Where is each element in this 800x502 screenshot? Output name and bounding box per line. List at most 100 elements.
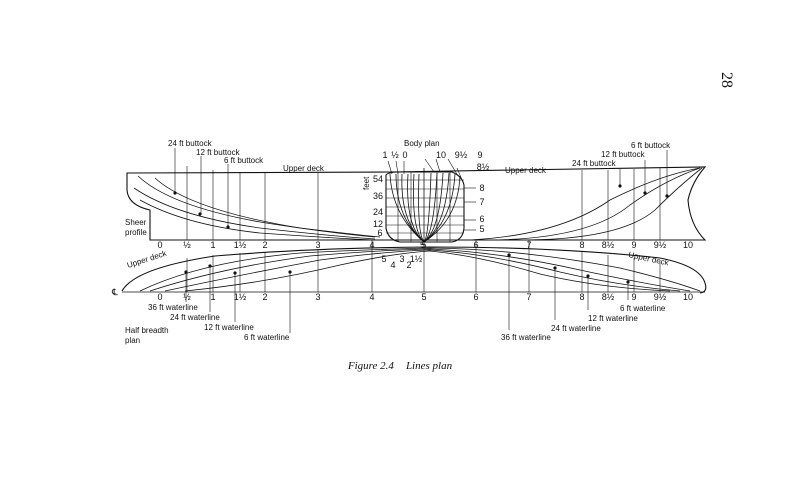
profile-station-label-12: 9 <box>631 240 636 250</box>
fore-buttock-12ft-label: 12 ft buttock <box>601 150 646 159</box>
sheer-profile <box>126 148 707 241</box>
sheer-profile-label-line2: profile <box>125 228 147 237</box>
profile-station-label-13: 9½ <box>654 240 667 250</box>
waterline-36ft <box>139 247 701 292</box>
body-plan-fore-side-label-3: 5 <box>479 224 484 234</box>
figure-title: Lines plan <box>405 360 453 372</box>
body-plan-fore-top-label-3: 8½ <box>477 162 490 172</box>
body-plan-lower-station-label-3: 2 <box>406 260 411 270</box>
aft-buttock-24ft <box>137 175 376 238</box>
body-plan-lower-station-label-2: 3 <box>399 254 404 264</box>
fore-buttock-12ft <box>494 167 701 241</box>
fore-waterline-12ft-label: 12 ft waterline <box>588 314 638 323</box>
profile-station-label-6: 4 <box>369 240 374 250</box>
body-plan-height-label-3: 12 <box>373 219 383 229</box>
body-plan-lower-station-label-1: 4 <box>390 260 395 270</box>
half-breadth-station-label-2: 1 <box>210 292 215 302</box>
aft-buttock-6ft <box>139 199 376 241</box>
profile-station-label-11: 8½ <box>602 240 615 250</box>
aft-waterline-36ft-label: 36 ft waterline <box>148 303 198 312</box>
body-plan <box>385 158 476 244</box>
body-plan-fore-side-label-0: 8 <box>479 183 484 193</box>
body-plan-outline <box>385 171 465 243</box>
body-plan-fore-side-label-1: 7 <box>479 197 484 207</box>
body-plan-right-side: 8 7 65 <box>479 183 484 234</box>
fore-waterline-6ft-label: 6 ft waterline <box>620 304 666 313</box>
profile-station-label-4: 2 <box>262 240 267 250</box>
body-plan-bottom-station: 5 <box>420 240 425 250</box>
half-breadth-station-label-14: 10 <box>683 292 693 302</box>
fore-buttock-24ft-label: 24 ft buttock <box>572 159 617 168</box>
body-plan-aft-sections <box>389 173 425 243</box>
half-breadth-label-line1: Half breadth <box>125 326 169 335</box>
half-breadth-station-label-7: 5 <box>421 292 426 302</box>
half-breadth-plan <box>121 246 707 333</box>
half-breadth-station-label-8: 6 <box>473 292 478 302</box>
half-breadth-upper-deck-label: Upper deck <box>126 248 169 270</box>
half-breadth-station-label-0: 0 <box>157 292 162 302</box>
half-breadth-waterline-points <box>184 253 630 284</box>
body-plan-aft-station-label-2: 0 <box>402 150 407 160</box>
profile-station-label-8: 6 <box>473 240 478 250</box>
fore-buttock-6ft <box>519 167 703 241</box>
body-plan-height-label-0: 54 <box>373 174 383 184</box>
waterline-24ft <box>149 248 691 292</box>
aft-sheer-curve <box>154 177 381 238</box>
profile-station-lines <box>186 166 661 240</box>
half-breadth-station-label-10: 8 <box>579 292 584 302</box>
profile-station-label-9: 7 <box>526 240 531 250</box>
body-plan-height-label-1: 36 <box>373 191 383 201</box>
half-breadth-station-label-3: 1½ <box>234 292 247 302</box>
profile-station-label-3: 1½ <box>234 240 247 250</box>
sheer-profile-label-line1: Sheer <box>125 218 147 227</box>
half-breadth-deck-outline <box>121 246 707 294</box>
aft-waterline-24ft-label: 24 ft waterline <box>170 313 220 322</box>
aft-buttock-12ft-label: 12 ft buttock <box>196 148 241 157</box>
body-plan-fore-top-label-0: 10 <box>436 150 446 160</box>
centerline-symbol: ℄ <box>111 287 118 297</box>
fore-waterline-24ft-label: 24 ft waterline <box>551 324 601 333</box>
profile-station-label-7: 5 <box>421 240 426 250</box>
profile-station-label-2: 1 <box>210 240 215 250</box>
half-breadth-station-label-6: 4 <box>369 292 374 302</box>
profile-station-label-10: 8 <box>579 240 584 250</box>
body-plan-feet-label: feet <box>362 176 371 190</box>
half-breadth-station-label-1: ½ <box>183 292 191 302</box>
aft-buttock-12ft <box>133 187 376 240</box>
half-breadth-station-label-4: 2 <box>262 292 267 302</box>
aft-buttock-24ft-label: 24 ft buttock <box>168 139 213 148</box>
profile-upper-deck-label-fore: Upper deck <box>505 166 547 175</box>
body-plan-aft-station-label-0: 1 <box>382 150 387 160</box>
profile-upper-deck-label: Upper deck <box>283 164 325 173</box>
half-breadth-label-line2: plan <box>125 336 140 345</box>
body-plan-grid <box>386 172 464 242</box>
body-plan-lower-station-label-4: 1½ <box>410 254 423 264</box>
fore-buttock-6ft-label: 6 ft buttock <box>631 141 671 150</box>
aft-waterline-6ft-label: 6 ft waterline <box>244 333 290 342</box>
figure-caption: Figure 2.4 Lines plan <box>0 360 800 372</box>
body-plan-fore-top-label-1: 9½ <box>455 150 468 160</box>
half-breadth-station-label-11: 8½ <box>602 292 615 302</box>
waterline-6ft <box>184 250 671 292</box>
body-plan-height-label-2: 24 <box>373 207 383 217</box>
body-plan-fore-side-label-2: 6 <box>479 214 484 224</box>
figure-number: Figure 2.4 <box>347 360 394 372</box>
profile-station-label-0: 0 <box>157 240 162 250</box>
profile-station-label-5: 3 <box>315 240 320 250</box>
body-plan-lower-station-label-0: 5 <box>381 254 386 264</box>
waterline-12ft <box>164 249 681 292</box>
aft-buttock-6ft-label: 6 ft buttock <box>224 156 264 165</box>
fore-buttock-24ft <box>469 167 701 241</box>
aft-waterline-12ft-label: 12 ft waterline <box>204 323 254 332</box>
half-breadth-station-lines <box>186 249 661 292</box>
half-breadth-station-label-13: 9½ <box>654 292 667 302</box>
body-plan-fore-sections <box>423 172 461 243</box>
half-breadth-station-label-12: 9 <box>631 292 636 302</box>
profile-station-label-1: ½ <box>183 240 191 250</box>
